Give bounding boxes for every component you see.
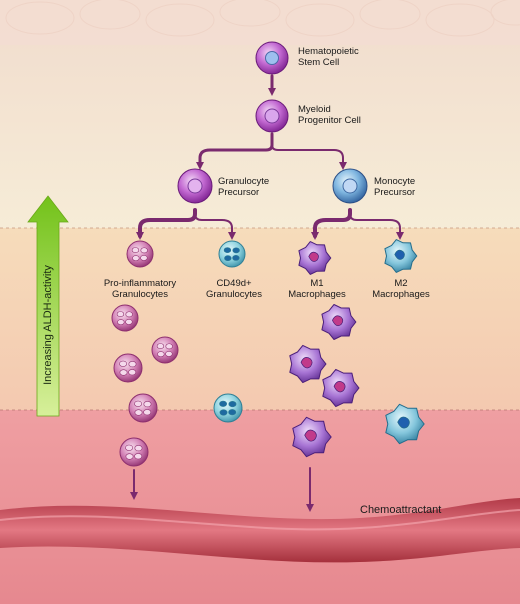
label-proinflammatory-line1: Pro-inflammatory: [103, 278, 177, 289]
label-myeloid-progenitor: Myeloid Progenitor Cell: [298, 104, 361, 126]
tissue-middle-band: [0, 228, 520, 410]
m1-macrophage-cell: [298, 241, 332, 275]
m1-macrophage-cell: [322, 368, 360, 408]
label-granulocyte-precursor-line2: Precursor: [218, 187, 260, 198]
label-granulocyte-precursor: Granulocyte Precursor: [218, 176, 269, 198]
proinflammatory-granulocyte-cell: [128, 393, 158, 423]
label-m1-macrophages: M1 Macrophages: [282, 278, 352, 300]
m2-macrophage-cell: [384, 239, 418, 273]
cd49d-granulocyte-cell: [218, 240, 246, 268]
label-m2-line2: Macrophages: [372, 289, 430, 300]
blood-vessel: [0, 498, 520, 563]
label-monocyte-precursor: Monocyte Precursor: [374, 176, 415, 198]
granulocyte-precursor-cell: [177, 168, 213, 204]
monocyte-precursor-cell: [332, 168, 368, 204]
cd49d-granulocytes-group: [213, 240, 246, 423]
aldh-activity-label: Increasing ALDH-activity: [34, 230, 62, 420]
aldh-activity-arrow: [27, 195, 69, 417]
m1-macrophage-cell: [289, 344, 327, 384]
label-hsc-line2: Stem Cell: [298, 57, 340, 68]
proinflammatory-granulocyte-cell: [119, 437, 149, 467]
epithelium-band: [0, 0, 520, 45]
m1-macrophages-group: [289, 241, 360, 458]
label-m1-line1: M1: [310, 278, 324, 289]
proinflammatory-granulocyte-cell: [113, 353, 143, 383]
label-cd49d-line2: Granulocytes: [206, 289, 262, 300]
label-myeloid-line2: Progenitor Cell: [298, 115, 361, 126]
label-monocyte-precursor-line1: Monocyte: [374, 176, 416, 187]
label-monocyte-precursor-line2: Precursor: [374, 187, 416, 198]
lineage-arrows: [130, 74, 404, 512]
chemoattractant-label: Chemoattractant: [360, 504, 442, 516]
label-granulocyte-precursor-line1: Granulocyte: [218, 176, 270, 187]
label-hsc-line1: Hematopoietic: [298, 46, 359, 57]
m2-macrophage-cell: [385, 403, 425, 445]
label-proinflammatory-granulocytes: Pro-inflammatory Granulocytes: [90, 278, 190, 300]
label-m2-line1: M2: [394, 278, 408, 289]
label-hematopoietic-stem-cell: Hematopoietic Stem Cell: [298, 46, 359, 68]
proinflammatory-granulocyte-cell: [151, 336, 179, 364]
cd49d-granulocyte-cell: [213, 393, 243, 423]
proinflammatory-granulocyte-cell: [111, 304, 139, 332]
m1-macrophage-cell: [292, 416, 332, 458]
myeloid-progenitor-cell: [255, 99, 289, 133]
label-cd49d-granulocytes: CD49d+ Granulocytes: [196, 278, 272, 300]
proinflammatory-granulocyte-cell: [126, 240, 154, 268]
proinflammatory-granulocytes-group: [111, 240, 179, 467]
label-proinflammatory-line2: Granulocytes: [112, 289, 168, 300]
label-m2-macrophages: M2 Macrophages: [366, 278, 436, 300]
m2-macrophages-group: [384, 239, 425, 445]
label-m1-line2: Macrophages: [288, 289, 346, 300]
m1-macrophage-cell: [321, 304, 357, 340]
aldh-activity-text: Increasing ALDH-activity: [42, 265, 54, 385]
label-myeloid-line1: Myeloid: [298, 104, 331, 115]
label-cd49d-line1: CD49d+: [216, 278, 252, 289]
hematopoietic-stem-cell: [255, 41, 289, 75]
